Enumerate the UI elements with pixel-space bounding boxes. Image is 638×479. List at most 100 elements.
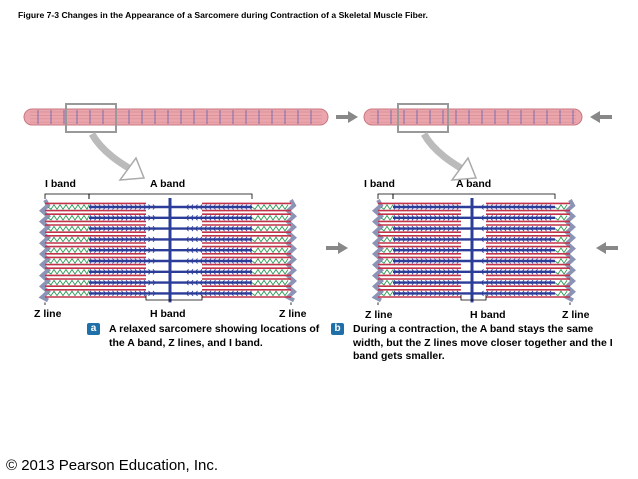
myosin-head: [89, 279, 93, 283]
myosin-head: [398, 290, 401, 294]
myosin-head: [512, 225, 516, 229]
myosin-head: [402, 206, 406, 210]
myosin-head: [107, 236, 111, 240]
myosin-head: [407, 269, 410, 273]
myosin-head: [447, 225, 451, 229]
myosin-head: [143, 279, 147, 283]
myosin-head: [517, 215, 520, 219]
myosin-head: [213, 258, 216, 262]
myosin-head: [130, 217, 133, 221]
myosin-head: [190, 269, 194, 273]
titin-filament: [554, 204, 568, 210]
myosin-head: [438, 225, 442, 229]
myosin-head: [94, 247, 97, 251]
myosin-head: [521, 279, 525, 283]
myosin-head: [438, 258, 442, 262]
myosin-head: [112, 269, 115, 273]
myosin-head: [235, 293, 239, 297]
myosin-head: [494, 271, 498, 275]
myosin-head: [186, 247, 189, 251]
myosin-head: [112, 258, 115, 262]
myosin-head: [186, 225, 189, 229]
myosin-head: [452, 249, 455, 253]
myosin-head: [443, 282, 446, 286]
myosin-head: [249, 204, 252, 208]
myosin-head: [434, 204, 437, 208]
myosin-head: [393, 247, 397, 251]
myosin-head: [429, 228, 433, 232]
myosin-head: [94, 204, 97, 208]
myosin-head: [121, 217, 124, 221]
myosin-head: [407, 260, 410, 264]
titin-filament: [251, 279, 289, 286]
myosin-head: [429, 269, 433, 273]
titin-filament: [554, 225, 568, 232]
myosin-head: [226, 249, 230, 253]
myosin-head: [485, 247, 489, 251]
myosin-head: [143, 282, 147, 286]
myosin-head: [94, 228, 97, 232]
myosin-head: [134, 225, 138, 229]
myosin-head: [222, 279, 225, 283]
myosin-head: [103, 239, 106, 243]
myosin-head: [429, 215, 433, 219]
copyright: © 2013 Pearson Education, Inc.: [6, 457, 219, 474]
myosin-head: [503, 260, 507, 264]
myosin-head: [217, 217, 221, 221]
myosin-head: [393, 204, 397, 208]
myosin-head: [139, 293, 142, 297]
myosin-head: [544, 247, 547, 251]
myosin-head: [499, 217, 502, 221]
myosin-head: [481, 217, 484, 221]
myosin-head: [535, 217, 538, 221]
myosin-head: [249, 215, 252, 219]
myosin-head: [499, 236, 502, 240]
myosin-head: [125, 282, 129, 286]
myosin-head: [508, 269, 511, 273]
myosin-head: [420, 215, 424, 219]
myosin-head: [411, 215, 415, 219]
myosin-head: [407, 249, 410, 253]
myosin-head: [244, 249, 248, 253]
myosin-head: [121, 228, 124, 232]
myosin-head: [231, 215, 234, 219]
myosin-head: [429, 225, 433, 229]
myosin-head: [512, 290, 516, 294]
myosin-head: [438, 271, 442, 275]
myosin-head: [190, 204, 194, 208]
myosin-head: [244, 204, 248, 208]
myosin-head: [494, 228, 498, 232]
myosin-head: [186, 282, 189, 286]
myosin-head: [204, 271, 207, 275]
myosin-head: [407, 247, 410, 251]
myosin-head: [235, 239, 239, 243]
myosin-head: [107, 249, 111, 253]
myosin-head: [456, 269, 460, 273]
myosin-head: [393, 236, 397, 240]
myosin-head: [134, 269, 138, 273]
myosin-head: [490, 258, 493, 262]
myosin-head: [512, 258, 516, 262]
myosin-head: [503, 215, 507, 219]
myosin-head: [152, 279, 156, 283]
myosin-head: [521, 228, 525, 232]
myosin-head: [452, 217, 455, 221]
myosin-head: [517, 206, 520, 210]
myosin-head: [213, 249, 216, 253]
myosin-head: [539, 225, 543, 229]
myosin-head: [244, 258, 248, 262]
myosin-head: [103, 260, 106, 264]
myosin-head: [94, 249, 97, 253]
myosin-head: [517, 258, 520, 262]
myosin-head: [199, 282, 203, 286]
myosin-head: [217, 290, 221, 294]
myosin-head: [186, 249, 189, 253]
myosin-head: [94, 282, 97, 286]
myosin-head: [89, 282, 93, 286]
myosin-head: [530, 236, 534, 240]
myosin-head: [407, 258, 410, 262]
myosin-head: [494, 260, 498, 264]
myosin-head: [485, 204, 489, 208]
myosin-head: [89, 269, 93, 273]
myosin-head: [134, 204, 138, 208]
